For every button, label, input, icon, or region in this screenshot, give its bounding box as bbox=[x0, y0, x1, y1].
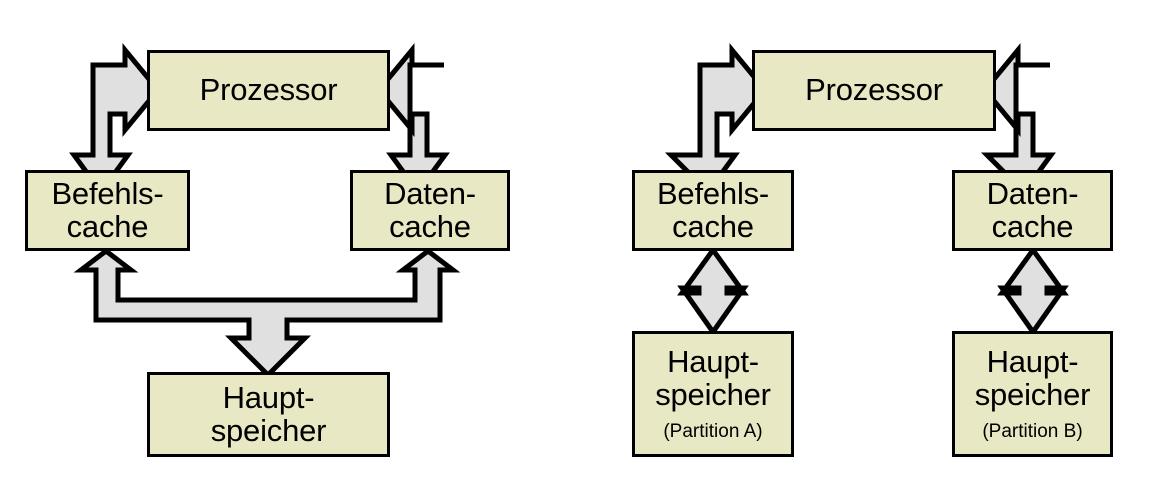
left-node-processor[interactable]: Prozessor bbox=[147, 50, 390, 131]
left-node-data-cache[interactable]: Daten- cache bbox=[350, 170, 510, 251]
connector-left-memory-to-caches bbox=[73, 247, 461, 379]
right-node-data-cache-label: Daten- cache bbox=[986, 175, 1079, 244]
right-node-main-memory-partition-a[interactable]: Haupt- speicher (Partition A) bbox=[632, 331, 794, 457]
right-node-main-memory-partition-b-subtitle: (Partition B) bbox=[982, 420, 1083, 442]
right-node-data-cache[interactable]: Daten- cache bbox=[952, 170, 1113, 251]
connector-right-data-cache-to-memory-b bbox=[999, 246, 1067, 336]
right-node-main-memory-partition-a-label: Haupt- speicher bbox=[655, 344, 771, 412]
right-node-processor-label: Prozessor bbox=[805, 72, 943, 108]
right-node-main-memory-partition-b[interactable]: Haupt- speicher (Partition B) bbox=[952, 331, 1113, 457]
connector-right-instruction-cache-to-memory-a bbox=[679, 246, 747, 336]
left-node-main-memory[interactable]: Haupt- speicher bbox=[147, 372, 390, 457]
left-node-processor-label: Prozessor bbox=[199, 72, 338, 108]
left-node-main-memory-label: Haupt- speicher bbox=[210, 379, 327, 448]
right-node-processor[interactable]: Prozessor bbox=[752, 50, 996, 131]
connector-right-data-cache-to-memory-b-shaft bbox=[997, 245, 1069, 337]
left-node-instruction-cache-label: Befehls- cache bbox=[51, 175, 164, 244]
right-node-instruction-cache-label: Befehls- cache bbox=[656, 175, 770, 244]
left-node-instruction-cache[interactable]: Befehls- cache bbox=[25, 170, 190, 251]
right-node-instruction-cache[interactable]: Befehls- cache bbox=[632, 170, 794, 251]
left-node-data-cache-label: Daten- cache bbox=[384, 175, 476, 244]
right-node-main-memory-partition-a-subtitle: (Partition A) bbox=[663, 420, 763, 442]
right-node-main-memory-partition-b-label: Haupt- speicher bbox=[974, 344, 1091, 412]
connector-right-instruction-cache-to-memory-a-shaft bbox=[677, 245, 749, 337]
